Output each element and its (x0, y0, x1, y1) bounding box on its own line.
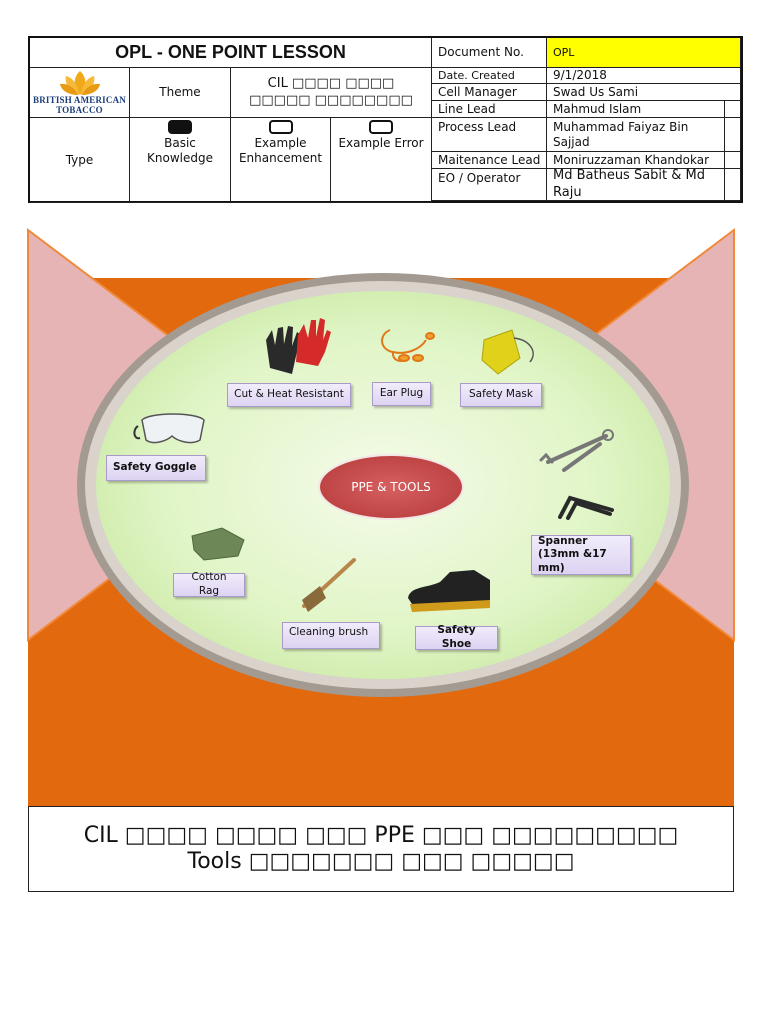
field-label-cell-manager: Cell Manager (432, 84, 547, 101)
center-oval-label: PPE & TOOLS (318, 454, 464, 520)
logo-text-line2: TOBACCO (56, 104, 103, 115)
spanner-icon (539, 429, 614, 472)
checked-box-icon[interactable] (168, 120, 192, 134)
safety-mask-icon (481, 329, 534, 375)
field-value-eo-operator: Md Batheus Sabit & Md Raju (547, 169, 725, 201)
type-option-label: Example Error (338, 136, 424, 150)
empty-cell (725, 152, 741, 169)
safety-shoe-icon (408, 570, 490, 612)
type-option-error[interactable]: Example Error (331, 118, 432, 203)
empty-cell (725, 169, 741, 201)
theme-label: Theme (130, 68, 231, 118)
field-label-process-lead: Process Lead (432, 118, 547, 152)
field-label-date-created: Date. Created (432, 68, 547, 84)
document-title: OPL - ONE POINT LESSON (30, 38, 432, 68)
label-safety-goggle: Safety Goggle (106, 455, 206, 481)
type-label: Type (30, 118, 130, 203)
ear-plug-icon (381, 329, 435, 362)
field-value-maintenance-lead: Moniruzzaman Khandokar (547, 152, 725, 169)
unchecked-box-icon[interactable] (268, 120, 293, 134)
type-option-basic[interactable]: Basic Knowledge (130, 118, 231, 203)
label-spanner: Spanner (13mm &17 mm) (531, 535, 631, 575)
field-value-process-lead: Muhammad Faiyaz Bin Sajjad (547, 118, 725, 152)
field-value-date-created: 9/1/2018 (547, 68, 741, 84)
label-cut-heat-resistant: Cut & Heat Resistant (227, 383, 351, 407)
leaf-logo-icon (59, 71, 100, 96)
empty-cell (725, 101, 741, 118)
lesson-caption: CIL □□□□ □□□□ □□□ PPE □□□ □□□□□□□□□ Tool… (28, 806, 734, 892)
opl-header-table: OPL - ONE POINT LESSON BRITISH AMERICAN … (28, 36, 743, 203)
label-safety-mask: Safety Mask (460, 383, 542, 407)
label-safety-shoe: Safety Shoe (415, 624, 498, 650)
safety-goggle-icon (133, 413, 205, 444)
field-value-line-lead: Mahmud Islam (547, 101, 725, 118)
cleaning-brush-icon (302, 558, 356, 612)
field-value-cell-manager: Swad Us Sami (547, 84, 741, 101)
field-value-document-no: OPL (547, 38, 741, 68)
type-option-enhancement[interactable]: Example Enhancement (231, 118, 331, 203)
gloves-icon (266, 318, 331, 374)
theme-value: CIL □□□□ □□□□ □□□□□ □□□□□□□□ (231, 68, 432, 118)
unchecked-box-icon[interactable] (369, 120, 393, 134)
allen-key-icon (558, 495, 614, 520)
type-option-label: Basic Knowledge (147, 136, 213, 165)
label-ear-plug: Ear Plug (372, 382, 431, 406)
field-label-maintenance-lead: Maitenance Lead (432, 152, 547, 169)
field-label-document-no: Document No. (432, 38, 547, 68)
field-label-line-lead: Line Lead (432, 101, 547, 118)
empty-cell (725, 118, 741, 152)
logo-text-line1: BRITISH AMERICAN (33, 95, 126, 106)
company-logo: BRITISH AMERICAN TOBACCO (30, 68, 130, 118)
cotton-rag-icon (191, 527, 245, 561)
label-cotton-rag: Cotton Rag (173, 571, 245, 597)
label-cleaning-brush: Cleaning brush (282, 622, 380, 649)
field-label-eo-operator: EO / Operator (432, 169, 547, 201)
type-option-label: Example Enhancement (238, 136, 323, 165)
